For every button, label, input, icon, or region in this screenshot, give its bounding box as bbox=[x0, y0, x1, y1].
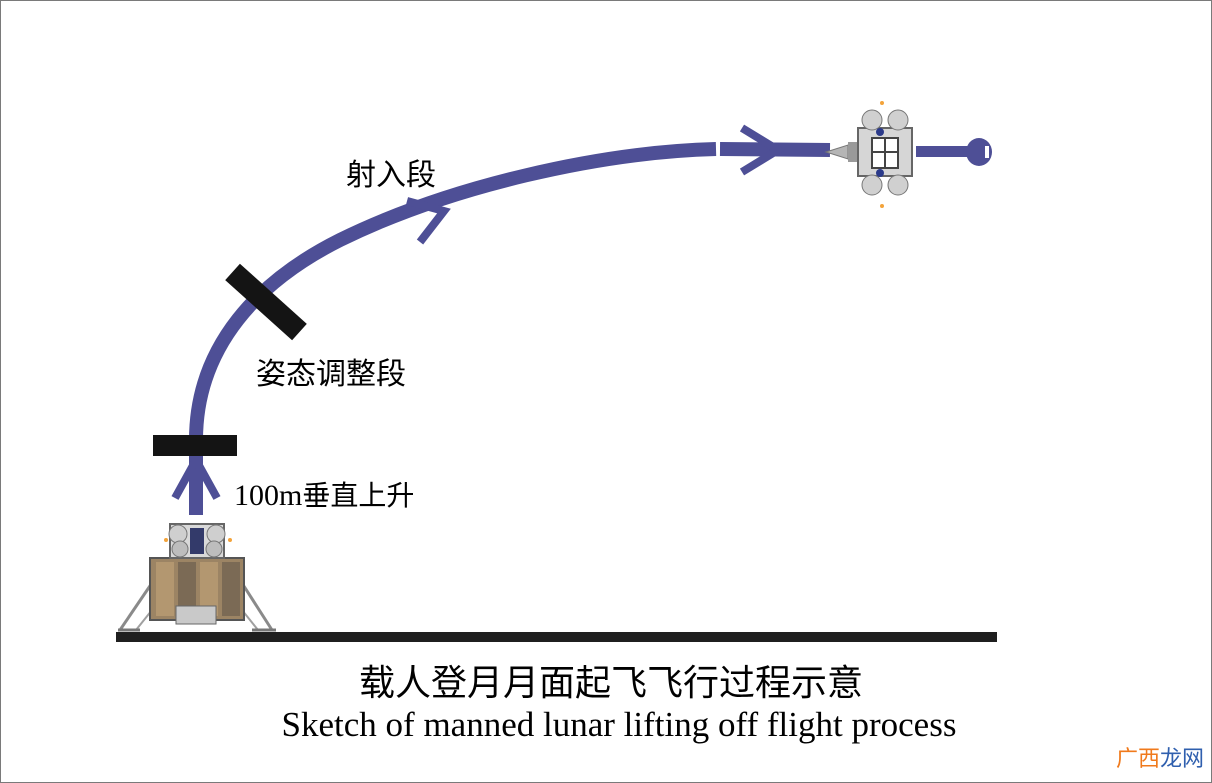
lunar-surface-line bbox=[116, 632, 997, 642]
caption-chinese: 载人登月月面起飞飞行过程示意 bbox=[358, 663, 863, 704]
injection-phase-label: 射入段 bbox=[346, 158, 436, 193]
arrow-vertical-icon bbox=[171, 451, 221, 500]
watermark-part-b: 龙网 bbox=[1159, 747, 1204, 772]
lander-icon bbox=[118, 523, 276, 632]
docking-target-icon bbox=[966, 138, 992, 166]
vertical-rise-end-marker bbox=[153, 435, 237, 456]
trajectory-curve bbox=[189, 142, 717, 515]
vertical-rise-text: 垂直上升 bbox=[302, 479, 415, 512]
arrow-injection-icon bbox=[405, 197, 451, 245]
attitude-adjust-phase-label: 姿态调整段 bbox=[256, 357, 406, 392]
watermark-part-a: 广西 bbox=[1115, 747, 1160, 772]
attitude-adjust-marker bbox=[225, 263, 307, 341]
watermark-logo: 广西龙网 bbox=[1116, 741, 1204, 773]
vertical-rise-height: 100m bbox=[234, 479, 303, 512]
caption-english: Sketch of manned lunar lifting off fligh… bbox=[281, 705, 957, 744]
orbiter-icon bbox=[824, 101, 913, 208]
docking-line bbox=[916, 146, 972, 157]
arrow-final-icon bbox=[739, 124, 786, 176]
vertical-rise-phase-label: 100m垂直上升 bbox=[234, 474, 414, 514]
